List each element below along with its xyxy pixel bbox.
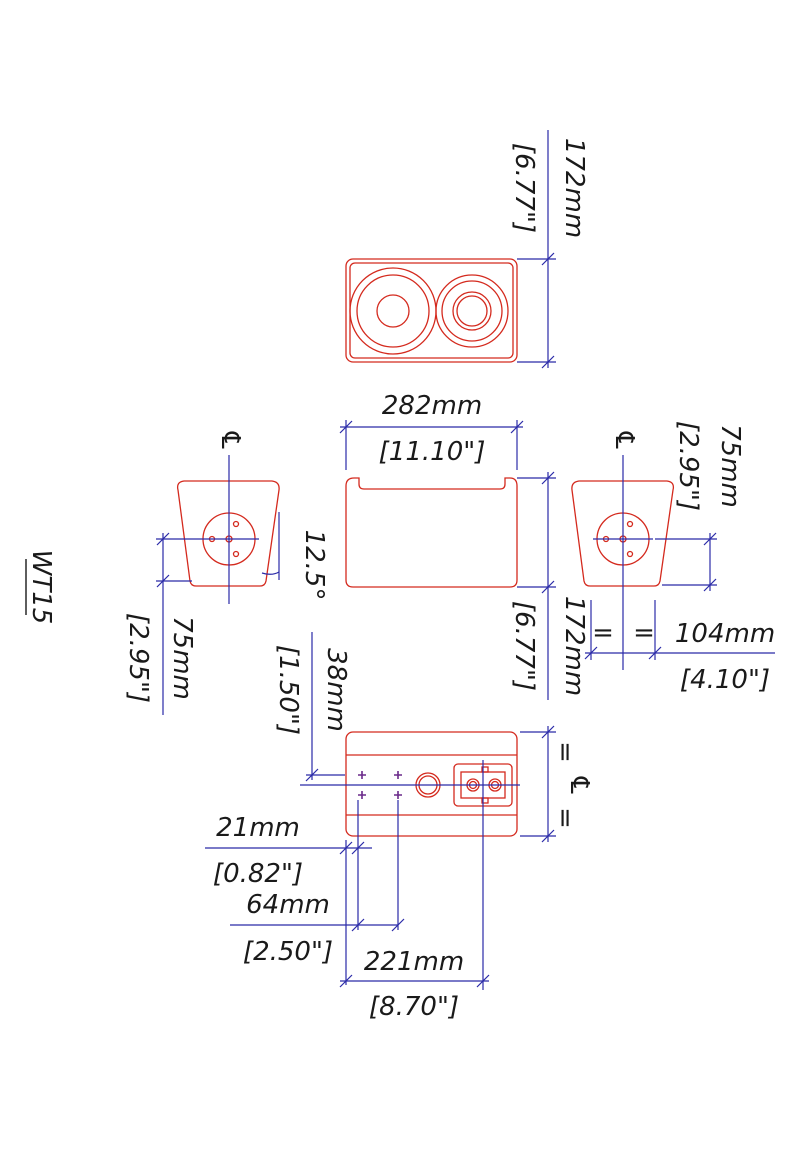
front-outer-outline	[345, 258, 518, 363]
model-label: WT15	[25, 550, 56, 625]
woofer-middle-ring	[356, 274, 430, 348]
dim21-tick-a	[339, 841, 353, 855]
bracket-equal-left: =	[592, 618, 614, 648]
dim64-tick-b	[391, 918, 405, 932]
dim221-tick-b	[476, 974, 490, 988]
front-inner-outline	[349, 262, 514, 359]
width-in: [11.10"]	[379, 437, 486, 467]
angle-arc	[261, 571, 280, 575]
tweeter-middle-ring	[441, 280, 503, 342]
hole1-in: [0.82"]	[213, 859, 303, 889]
right-mount-mm: 75mm	[715, 424, 745, 508]
right-mount-hole-c	[626, 550, 634, 558]
bracket-spacing-in: [4.10"]	[680, 665, 770, 695]
tweeter-outer-ring	[435, 274, 509, 348]
model-name: WT15	[26, 550, 56, 625]
angle-label: 12.5°	[299, 530, 329, 601]
front-height-in: [6.77"]	[509, 143, 539, 233]
width-tick-left	[339, 420, 353, 434]
rear-hole-1	[358, 771, 366, 779]
front-height-mm: 172mm	[559, 138, 589, 238]
tweeter-dome-inner	[456, 295, 488, 327]
rear-centerline-symbol: ℄	[564, 773, 594, 796]
offset-in: [1.50"]	[273, 645, 303, 735]
bracket-tick-right	[648, 646, 662, 660]
width-mm: 282mm	[382, 391, 482, 421]
left-mount-in: [2.95"]	[123, 613, 153, 703]
dim21-tick-b	[351, 841, 365, 855]
rear-hole-2	[394, 771, 402, 779]
woofer-dustcap	[376, 294, 410, 328]
offset-mm: 38mm	[321, 648, 351, 732]
connector-mm: 221mm	[364, 947, 464, 977]
connector-tab-top	[481, 766, 489, 773]
rear-hole-3	[358, 791, 366, 799]
rear-tick-top	[541, 725, 555, 739]
right-mount-in: [2.95"]	[673, 421, 703, 511]
width-tick-right	[510, 420, 524, 434]
side-tick-bottom	[541, 580, 555, 594]
right-mount-tick-top	[703, 532, 717, 546]
side-height-in: [6.77"]	[509, 601, 539, 691]
front-view: 172mm [6.77"]	[345, 130, 589, 369]
hole2-in: [2.50"]	[243, 937, 333, 967]
left-end-outline	[176, 480, 280, 587]
front-tick-top	[541, 252, 555, 266]
left-centerline-symbol: ℄	[215, 428, 245, 451]
front-tick-bottom	[541, 355, 555, 369]
right-mount-hole-b	[626, 520, 634, 528]
side-outline	[345, 477, 518, 588]
rear-tick-bottom	[541, 829, 555, 843]
left-end-view: ℄ 75mm [2.95"] 12.5°	[123, 428, 329, 715]
dim221-tick-a	[339, 974, 353, 988]
dim64-tick-a	[351, 918, 365, 932]
hole2-mm: 64mm	[246, 890, 330, 920]
bracket-tick-left	[584, 646, 598, 660]
left-mount-hole-b	[232, 520, 240, 528]
tweeter-dome-outer	[452, 291, 492, 331]
left-mount-tick-bottom	[156, 574, 170, 588]
bracket-spacing-mm: 104mm	[675, 619, 775, 649]
offset-tick	[305, 768, 319, 782]
bracket-equal-right: =	[633, 618, 655, 648]
left-mount-hole-c	[232, 550, 240, 558]
right-end-outline	[571, 480, 675, 587]
rear-view: ℄ = = 38mm [1.50"] 21mm [0.82"] 64mm [2.…	[205, 632, 594, 1022]
left-mount-mm: 75mm	[167, 616, 197, 700]
side-view: 282mm [11.10"] 172mm [6.77"]	[339, 391, 589, 700]
rear-mount-holes	[358, 771, 402, 799]
right-end-view: ℄ 75mm [2.95"] = = 104mm [4.10"]	[571, 421, 775, 695]
side-tick-top	[541, 471, 555, 485]
woofer-outer-ring	[349, 267, 437, 355]
connector-tab-bottom	[481, 797, 489, 804]
side-height-mm: 172mm	[559, 596, 589, 696]
right-centerline-symbol: ℄	[609, 428, 639, 451]
rear-equal-top: =	[550, 741, 580, 763]
rear-hole-4	[394, 791, 402, 799]
hole1-mm: 21mm	[216, 813, 300, 843]
left-mount-tick-top	[156, 532, 170, 546]
right-mount-tick-bottom	[703, 578, 717, 592]
rear-equal-bottom: =	[550, 807, 580, 829]
rear-outer-outline	[345, 731, 518, 837]
connector-in: [8.70"]	[369, 992, 459, 1022]
